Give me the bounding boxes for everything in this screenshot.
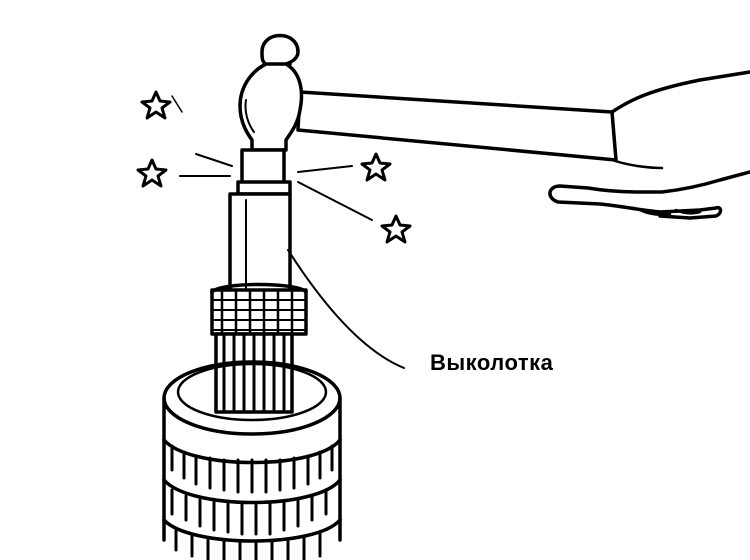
- hammer-head: [238, 33, 304, 152]
- hammer-handle: [296, 90, 618, 162]
- hammer: [238, 33, 750, 220]
- drift-label: Выколотка: [430, 350, 554, 375]
- drift: [228, 148, 292, 308]
- callout-leader: [287, 249, 405, 369]
- hand: [548, 70, 750, 220]
- star-icon: [360, 152, 392, 182]
- star-icon: [380, 214, 412, 244]
- star-icon: [140, 90, 172, 120]
- impact-marks: [171, 95, 373, 221]
- star-icon: [136, 158, 168, 188]
- gear-assembly: [162, 282, 342, 560]
